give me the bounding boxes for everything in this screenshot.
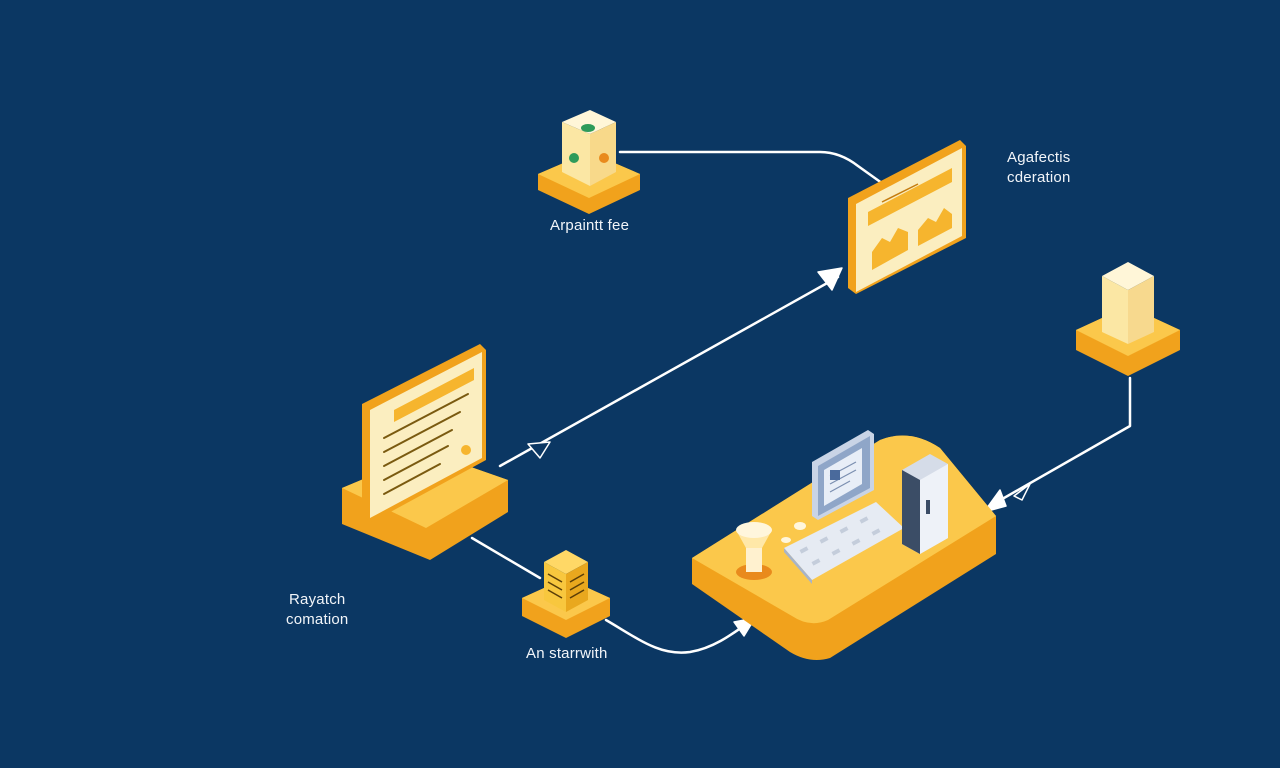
arrowhead-document bbox=[527, 441, 551, 459]
server-node bbox=[522, 550, 610, 638]
monitor-icon bbox=[812, 430, 874, 520]
cube-icon bbox=[562, 110, 616, 186]
connector-document-to-server bbox=[470, 536, 542, 580]
connectors bbox=[470, 150, 1132, 654]
document-node bbox=[342, 344, 508, 560]
cube-node bbox=[538, 110, 640, 214]
connector-server-to-workstation bbox=[604, 618, 754, 654]
arrowheads bbox=[527, 267, 1031, 637]
tower-icon bbox=[902, 454, 948, 554]
chart-panel bbox=[848, 140, 966, 294]
lamp-icon bbox=[736, 522, 772, 580]
arrowhead-workstation-right-2 bbox=[1013, 483, 1031, 501]
document-panel bbox=[362, 344, 486, 522]
chart-panel-icon bbox=[868, 168, 952, 270]
connector-block-to-workstation bbox=[988, 376, 1132, 508]
connector-document-to-chart bbox=[498, 275, 840, 468]
workstation-node bbox=[692, 430, 996, 660]
document-icon bbox=[383, 368, 474, 495]
cube-node-label: Arpaintt fee bbox=[550, 217, 630, 234]
chart-panel-label: Agafectis cderation bbox=[1007, 149, 1071, 186]
workstation-icon bbox=[736, 430, 948, 584]
block-node bbox=[1076, 262, 1180, 376]
server-icon bbox=[544, 550, 588, 612]
arrowhead-chart-lower bbox=[817, 267, 843, 291]
connector-cube-to-chart bbox=[618, 150, 888, 188]
server-node-label: An starrwith bbox=[526, 645, 608, 662]
keyboard-icon bbox=[784, 502, 904, 584]
arrowhead-workstation-right bbox=[983, 489, 1007, 513]
document-panel-label: Rayatch comation bbox=[286, 591, 349, 628]
mouse-icon bbox=[781, 522, 806, 543]
block-icon bbox=[1102, 262, 1154, 344]
